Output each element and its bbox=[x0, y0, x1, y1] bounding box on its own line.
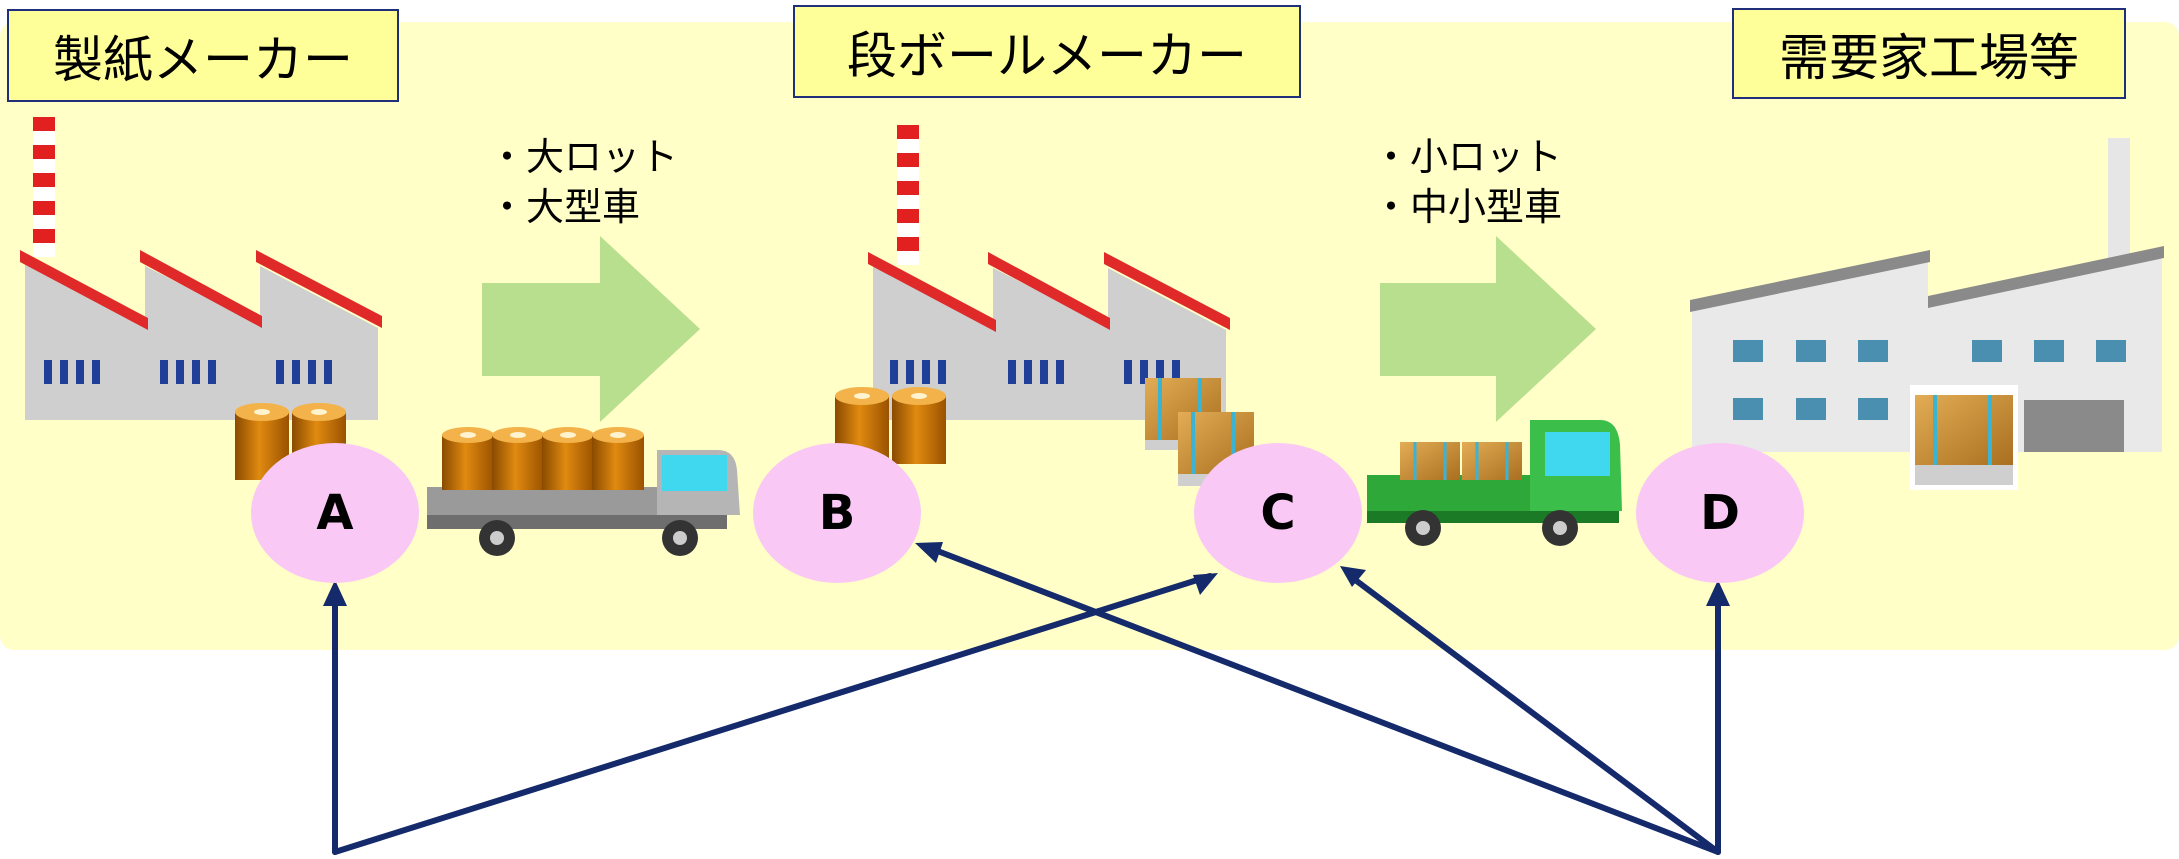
large-lot-note: ・大ロット ・大型車 bbox=[488, 132, 678, 232]
arrowhead-to-d bbox=[1706, 580, 1730, 606]
connector-arrowheads bbox=[323, 542, 1730, 606]
large-lot-note-line-2: ・大型車 bbox=[488, 185, 641, 229]
stage-title-box-maker-text: 段ボールメーカー bbox=[847, 26, 1247, 85]
node-b: B bbox=[753, 443, 921, 583]
connector-lines bbox=[332, 547, 1721, 855]
customer-factory-icon bbox=[1690, 138, 2164, 452]
delivered-pallet-icon bbox=[1910, 385, 2018, 490]
stage-title-paper-maker-text: 製紙メーカー bbox=[53, 30, 353, 89]
flow-arrow-2 bbox=[1380, 236, 1596, 422]
arrowhead-to-a bbox=[323, 580, 347, 606]
small-lot-note-line-2: ・中小型車 bbox=[1372, 185, 1563, 229]
stage-title-customer-text: 需要家工場等 bbox=[1779, 28, 2079, 87]
node-d-label: D bbox=[1700, 485, 1740, 541]
stage-title-box-maker: 段ボールメーカー bbox=[793, 5, 1301, 98]
node-b-label: B bbox=[818, 485, 856, 541]
small-lot-note-line-1: ・小ロット bbox=[1372, 135, 1563, 179]
stage-title-paper-maker: 製紙メーカー bbox=[7, 9, 399, 102]
arrowhead-to-b bbox=[915, 542, 943, 563]
small-truck-icon bbox=[1367, 420, 1622, 546]
box-factory-icon bbox=[868, 125, 1230, 420]
large-truck-icon bbox=[427, 427, 740, 556]
node-d: D bbox=[1636, 443, 1804, 583]
node-c-label: C bbox=[1260, 485, 1296, 541]
arrowhead-to-c-left bbox=[1193, 573, 1218, 595]
stage-title-customer: 需要家工場等 bbox=[1732, 8, 2126, 99]
node-a-label: A bbox=[316, 485, 354, 541]
paper-factory-icon bbox=[20, 117, 382, 420]
small-lot-note: ・小ロット ・中小型車 bbox=[1372, 132, 1562, 232]
large-lot-note-line-1: ・大ロット bbox=[488, 135, 679, 179]
flow-arrow-1 bbox=[482, 236, 700, 422]
node-c: C bbox=[1194, 443, 1362, 583]
node-a: A bbox=[251, 443, 419, 583]
arrowhead-to-c-right bbox=[1340, 566, 1366, 587]
